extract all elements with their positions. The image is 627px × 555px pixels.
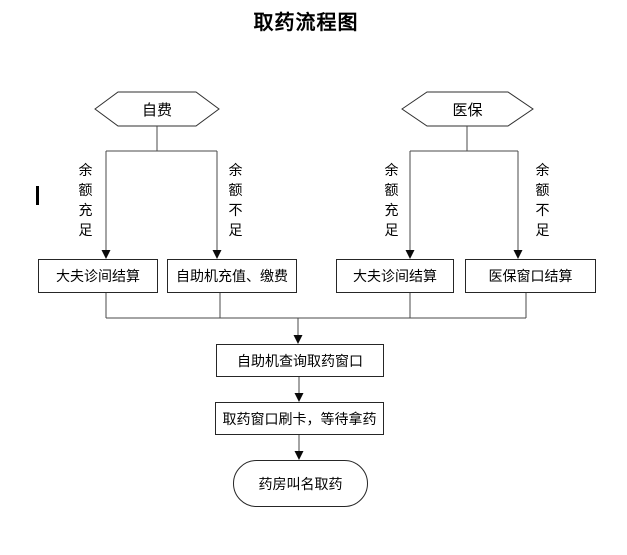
edge-label-insurance-sufficient: 余额充足 (384, 163, 399, 239)
edge-label-selfpay-sufficient: 余额充足 (78, 163, 93, 239)
arrowhead-down-icon (294, 393, 304, 402)
arrowhead-down-icon (293, 335, 303, 344)
node-swipe-card-wait: 取药窗口刷卡，等待拿药 (215, 402, 384, 435)
arrowhead-down-icon (405, 250, 415, 259)
node-doctor-settlement-right: 大夫诊间结算 (336, 259, 454, 293)
hexagon-insurance (401, 91, 534, 127)
node-kiosk-query-window: 自助机查询取药窗口 (216, 344, 384, 377)
node-pharmacy-call-name: 药房叫名取药 (233, 460, 368, 507)
edge-label-insurance-insufficient: 余额不足 (535, 163, 550, 239)
edge-label-selfpay-insufficient: 余额不足 (228, 163, 243, 239)
node-insurance-label: 医保 (452, 100, 483, 119)
node-kiosk-recharge: 自助机充值、缴费 (167, 259, 297, 293)
node-doctor-settlement-left: 大夫诊间结算 (38, 259, 158, 293)
arrowhead-down-icon (212, 250, 222, 259)
hexagon-self-pay (94, 91, 220, 127)
node-self-pay-label: 自费 (141, 100, 172, 119)
arrowhead-down-icon (513, 250, 523, 259)
text-cursor-icon (36, 186, 39, 205)
node-insurance-window: 医保窗口结算 (465, 259, 596, 293)
arrowhead-down-icon (294, 451, 304, 460)
page-title: 取药流程图 (253, 12, 359, 34)
arrowhead-down-icon (101, 250, 111, 259)
